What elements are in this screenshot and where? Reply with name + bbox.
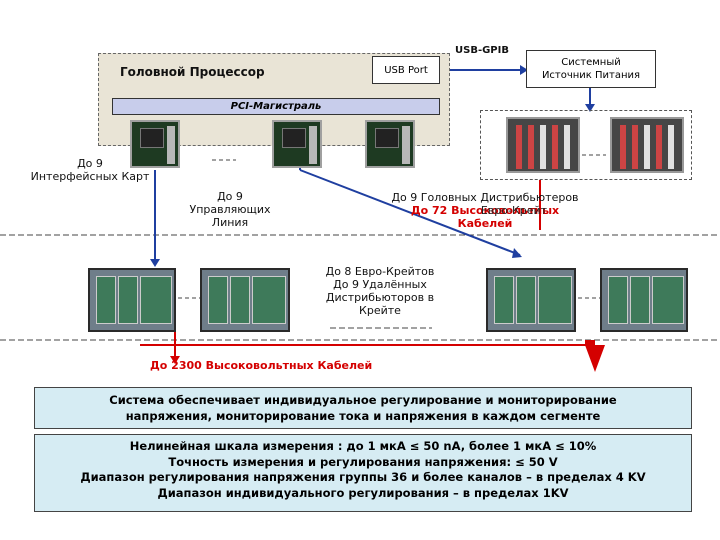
info2-line4: Диапазон индивидуального регулирования –… [157, 485, 569, 500]
head-dist-line2-wrap: До 72 Высоковольтных Евро-Крейт [411, 204, 559, 217]
info1-line1: Система обеспечивает индивидуальное регу… [109, 393, 617, 407]
control-arrow-1 [150, 259, 160, 267]
head-dist-line1: До 9 Головных Дистрибьютеров [391, 191, 579, 204]
usb-port-box: USB Port [372, 56, 440, 84]
head-distributor-area [480, 110, 692, 180]
interface-cards-line1: До 9 [77, 157, 103, 170]
control-lines-label: До 9 Управляющих Линия [180, 190, 280, 229]
psu-arrow [585, 104, 595, 112]
head-distributor-1 [506, 117, 580, 173]
crates-line1: До 8 Евро-Крейтов [325, 265, 435, 278]
interface-card-2 [272, 120, 322, 168]
interface-cards-label: До 9 Интерфейсных Карт [20, 157, 160, 183]
control-arrow-2 [512, 248, 522, 258]
crate-4 [600, 268, 688, 332]
hv-arrow-right [585, 340, 605, 372]
crate-2 [200, 268, 290, 332]
usb-gpib-label: USB-GPIB [455, 45, 509, 56]
psu-line2: Источник Питания [541, 70, 641, 81]
info-box-1: Система обеспечивает индивидуальное регу… [34, 387, 692, 429]
usb-gpib-arrow [520, 65, 528, 75]
psu-line1: Системный [561, 57, 621, 68]
interface-card-1 [130, 120, 180, 168]
info1-line2: напряжения, мониторирование тока и напря… [125, 409, 601, 423]
crates-label: До 8 Евро-Крейтов До 9 Удалённых Дистриб… [315, 265, 445, 317]
hv-arrow-left [170, 356, 180, 364]
crates-line4: Крейте [359, 304, 401, 317]
control-line-diag [299, 169, 521, 256]
head-dist-line2: До 72 Высоковольтных [410, 204, 560, 217]
info2-line2: Точность измерения и регулирования напря… [168, 454, 558, 469]
head-dist-overlay: Евро-Крейт [480, 204, 548, 217]
control-lines-line2: Управляющих [189, 203, 271, 216]
info-box-2: Нелинейная шкала измерения : до 1 мкА ≤ … [34, 434, 692, 512]
crate-1 [88, 268, 176, 332]
crate-3 [486, 268, 576, 332]
pci-bus: PCI-Магистраль [112, 98, 440, 115]
crates-line2: До 9 Удалённых [333, 278, 427, 291]
head-dist-line3: Кабелей [457, 217, 513, 230]
control-lines-line1: До 9 [217, 190, 243, 203]
host-processor-label: Головной Процессор [120, 65, 265, 79]
control-lines-line3: Линия [211, 216, 249, 229]
info2-line1: Нелинейная шкала измерения : до 1 мкА ≤ … [129, 439, 597, 453]
head-dist-label: До 9 Головных Дистрибьютеров До 72 Высок… [370, 191, 600, 230]
info2-line3: Диапазон регулирования напряжения группы… [80, 470, 646, 484]
head-distributor-2 [610, 117, 684, 173]
interface-cards-line2: Интерфейсных Карт [30, 170, 150, 183]
hv-cables-label: До 2300 Высоковольтных Кабелей [150, 359, 373, 372]
interface-card-3 [365, 120, 415, 168]
crates-line3: Дистрибьюторов в [325, 291, 435, 304]
